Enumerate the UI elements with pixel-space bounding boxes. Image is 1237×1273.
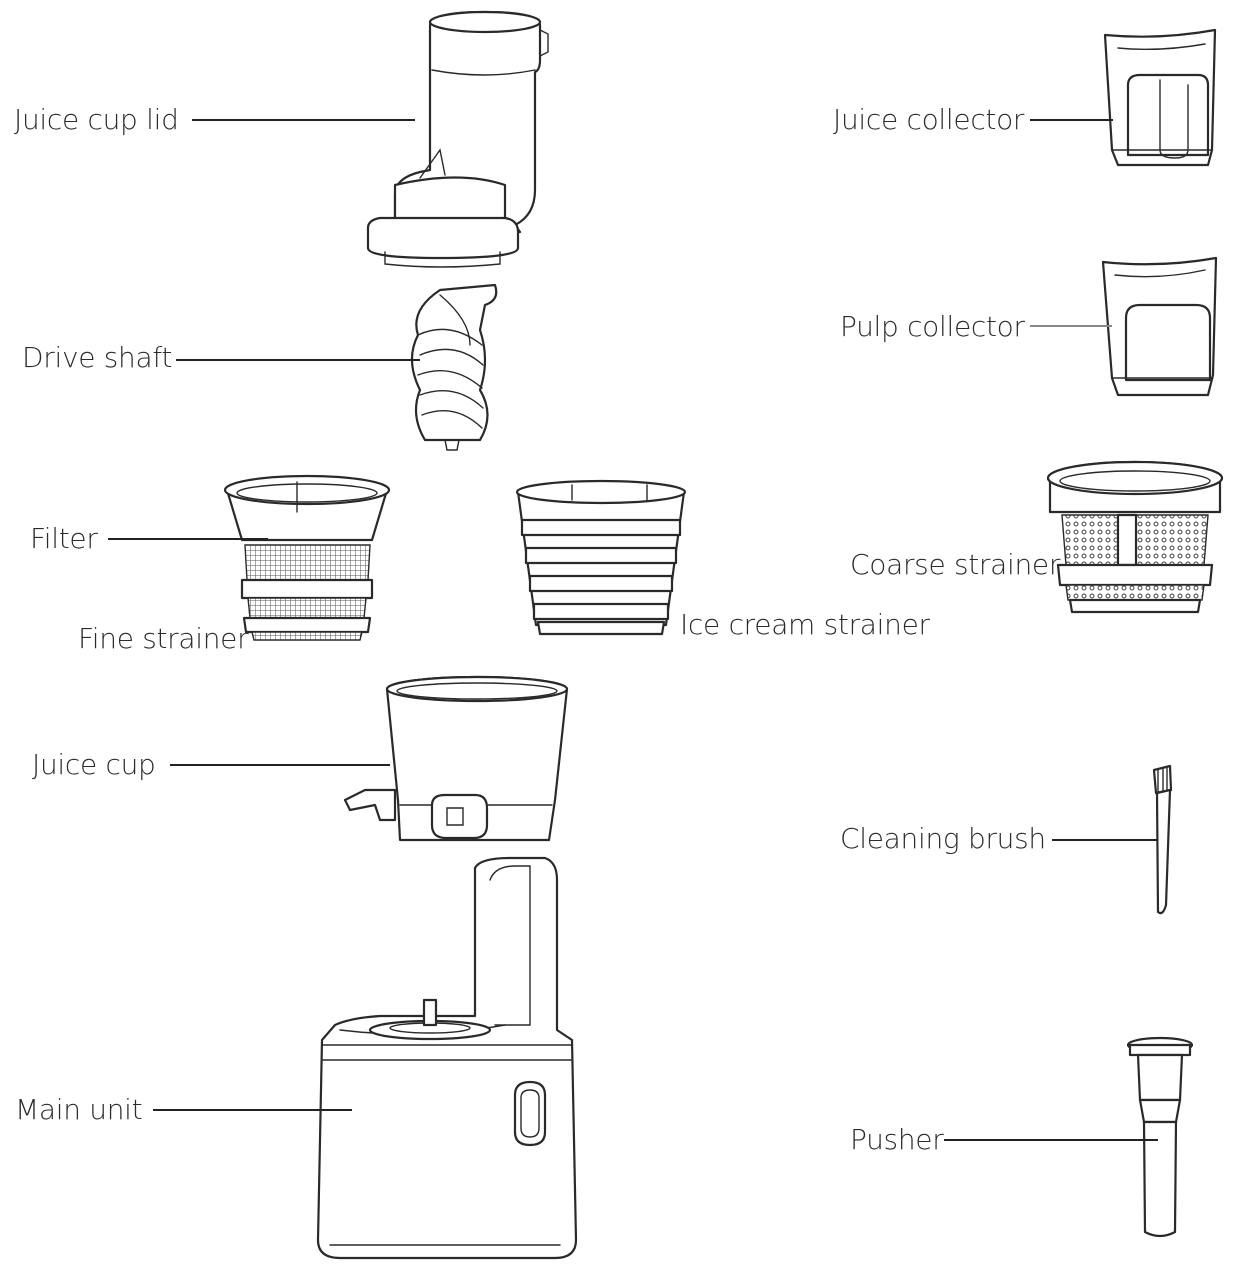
coarse-strainer-illustration [1046, 460, 1224, 614]
drive-shaft-illustration [410, 283, 498, 451]
label-juice-cup: Juice cup [32, 748, 156, 781]
juice-cup-illustration [343, 675, 569, 842]
label-drive-shaft: Drive shaft [22, 341, 173, 374]
label-main-unit: Main unit [15, 1093, 143, 1126]
fine-strainer-illustration [223, 474, 391, 641]
pusher-illustration [1126, 1036, 1194, 1238]
juice-collector-illustration [1103, 28, 1217, 167]
pulp-collector-illustration [1101, 256, 1218, 397]
cleaning-brush-illustration [1152, 764, 1173, 915]
leader-lines [108, 119, 1158, 1141]
juice-cup-lid-illustration [366, 10, 549, 268]
label-pusher: Pusher [850, 1123, 944, 1156]
label-ice-cream-strainer: Ice cream strainer [680, 608, 930, 641]
label-filter: Filter [30, 522, 98, 555]
ice-cream-strainer-illustration [515, 479, 687, 636]
label-fine-strainer: Fine strainer [78, 622, 249, 655]
label-juice-collector: Juice collector [833, 103, 1025, 136]
label-pulp-collector: Pulp collector [840, 310, 1025, 343]
label-coarse-strainer: Coarse strainer [850, 548, 1061, 581]
label-cleaning-brush: Cleaning brush [840, 822, 1046, 855]
label-juice-cup-lid: Juice cup lid [14, 103, 179, 136]
main-unit-illustration [316, 856, 578, 1260]
